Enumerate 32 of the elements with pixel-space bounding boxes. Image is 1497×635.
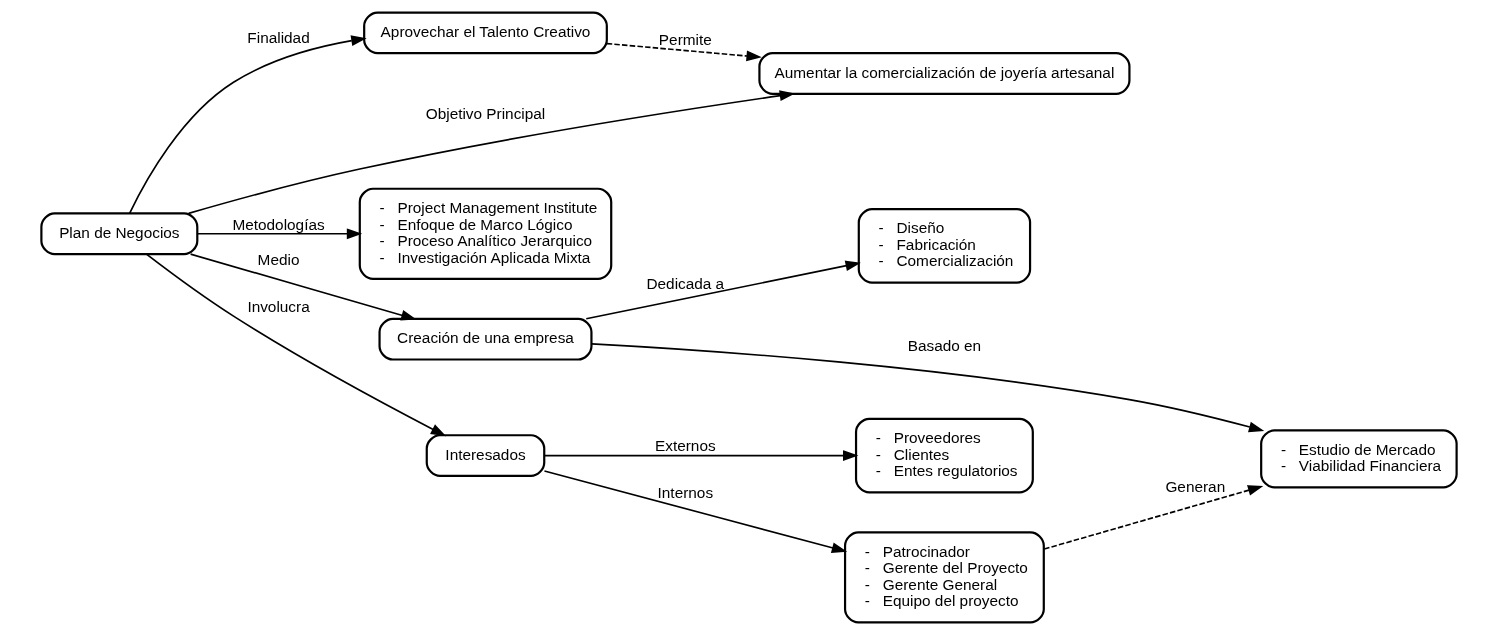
edge-label: Metodologías <box>231 215 325 233</box>
arrow <box>584 260 861 320</box>
arrow <box>187 90 795 215</box>
edge-label: Involucra <box>246 297 310 315</box>
edge-label: Finalidad <box>246 28 310 46</box>
node-box: - Diseño - Fabricación - Comercialización <box>857 208 1031 284</box>
edge-label: Permite <box>658 31 712 49</box>
arrow <box>590 343 1264 433</box>
edge-label: Medio <box>257 250 299 268</box>
node-box: - Patrocinador - Gerente del Proyecto - Gerente General - Equipo del proyecto <box>843 531 1045 624</box>
edge-label: Externos <box>654 437 716 455</box>
arrow <box>1042 485 1263 550</box>
node-box: Aprovechar el Talento Creativo <box>362 11 608 55</box>
node-box: Aumentar la comercialización de joyería artesanal <box>757 52 1131 95</box>
arrow <box>196 228 362 240</box>
edge-label: Dedicada a <box>645 274 724 292</box>
arrow <box>543 470 847 553</box>
edge-label: Objetivo Principal <box>425 104 545 122</box>
node-box: Plan de Negocios <box>39 212 198 256</box>
node-box: - Project Management Institute - Enfoque de Marco Lógico - Proceso Analítico Jerarquico - Investigación Aplicada Mixta <box>358 187 612 280</box>
edge-label: Generan <box>1164 478 1225 496</box>
arrow <box>543 450 858 461</box>
arrow <box>189 253 417 321</box>
edge-label: Basado en <box>907 337 981 355</box>
node-box: - Proveedores - Clientes - Entes regulatorios <box>854 417 1034 494</box>
arrow <box>145 253 446 437</box>
arrow <box>128 35 367 215</box>
edge-label: Internos <box>657 483 713 501</box>
node-box: Interesados <box>425 434 545 477</box>
node-box: Creación de una empresa <box>377 317 593 361</box>
node-box: - Estudio de Mercado - Viabilidad Financiera <box>1259 429 1458 489</box>
arrow <box>605 42 762 62</box>
